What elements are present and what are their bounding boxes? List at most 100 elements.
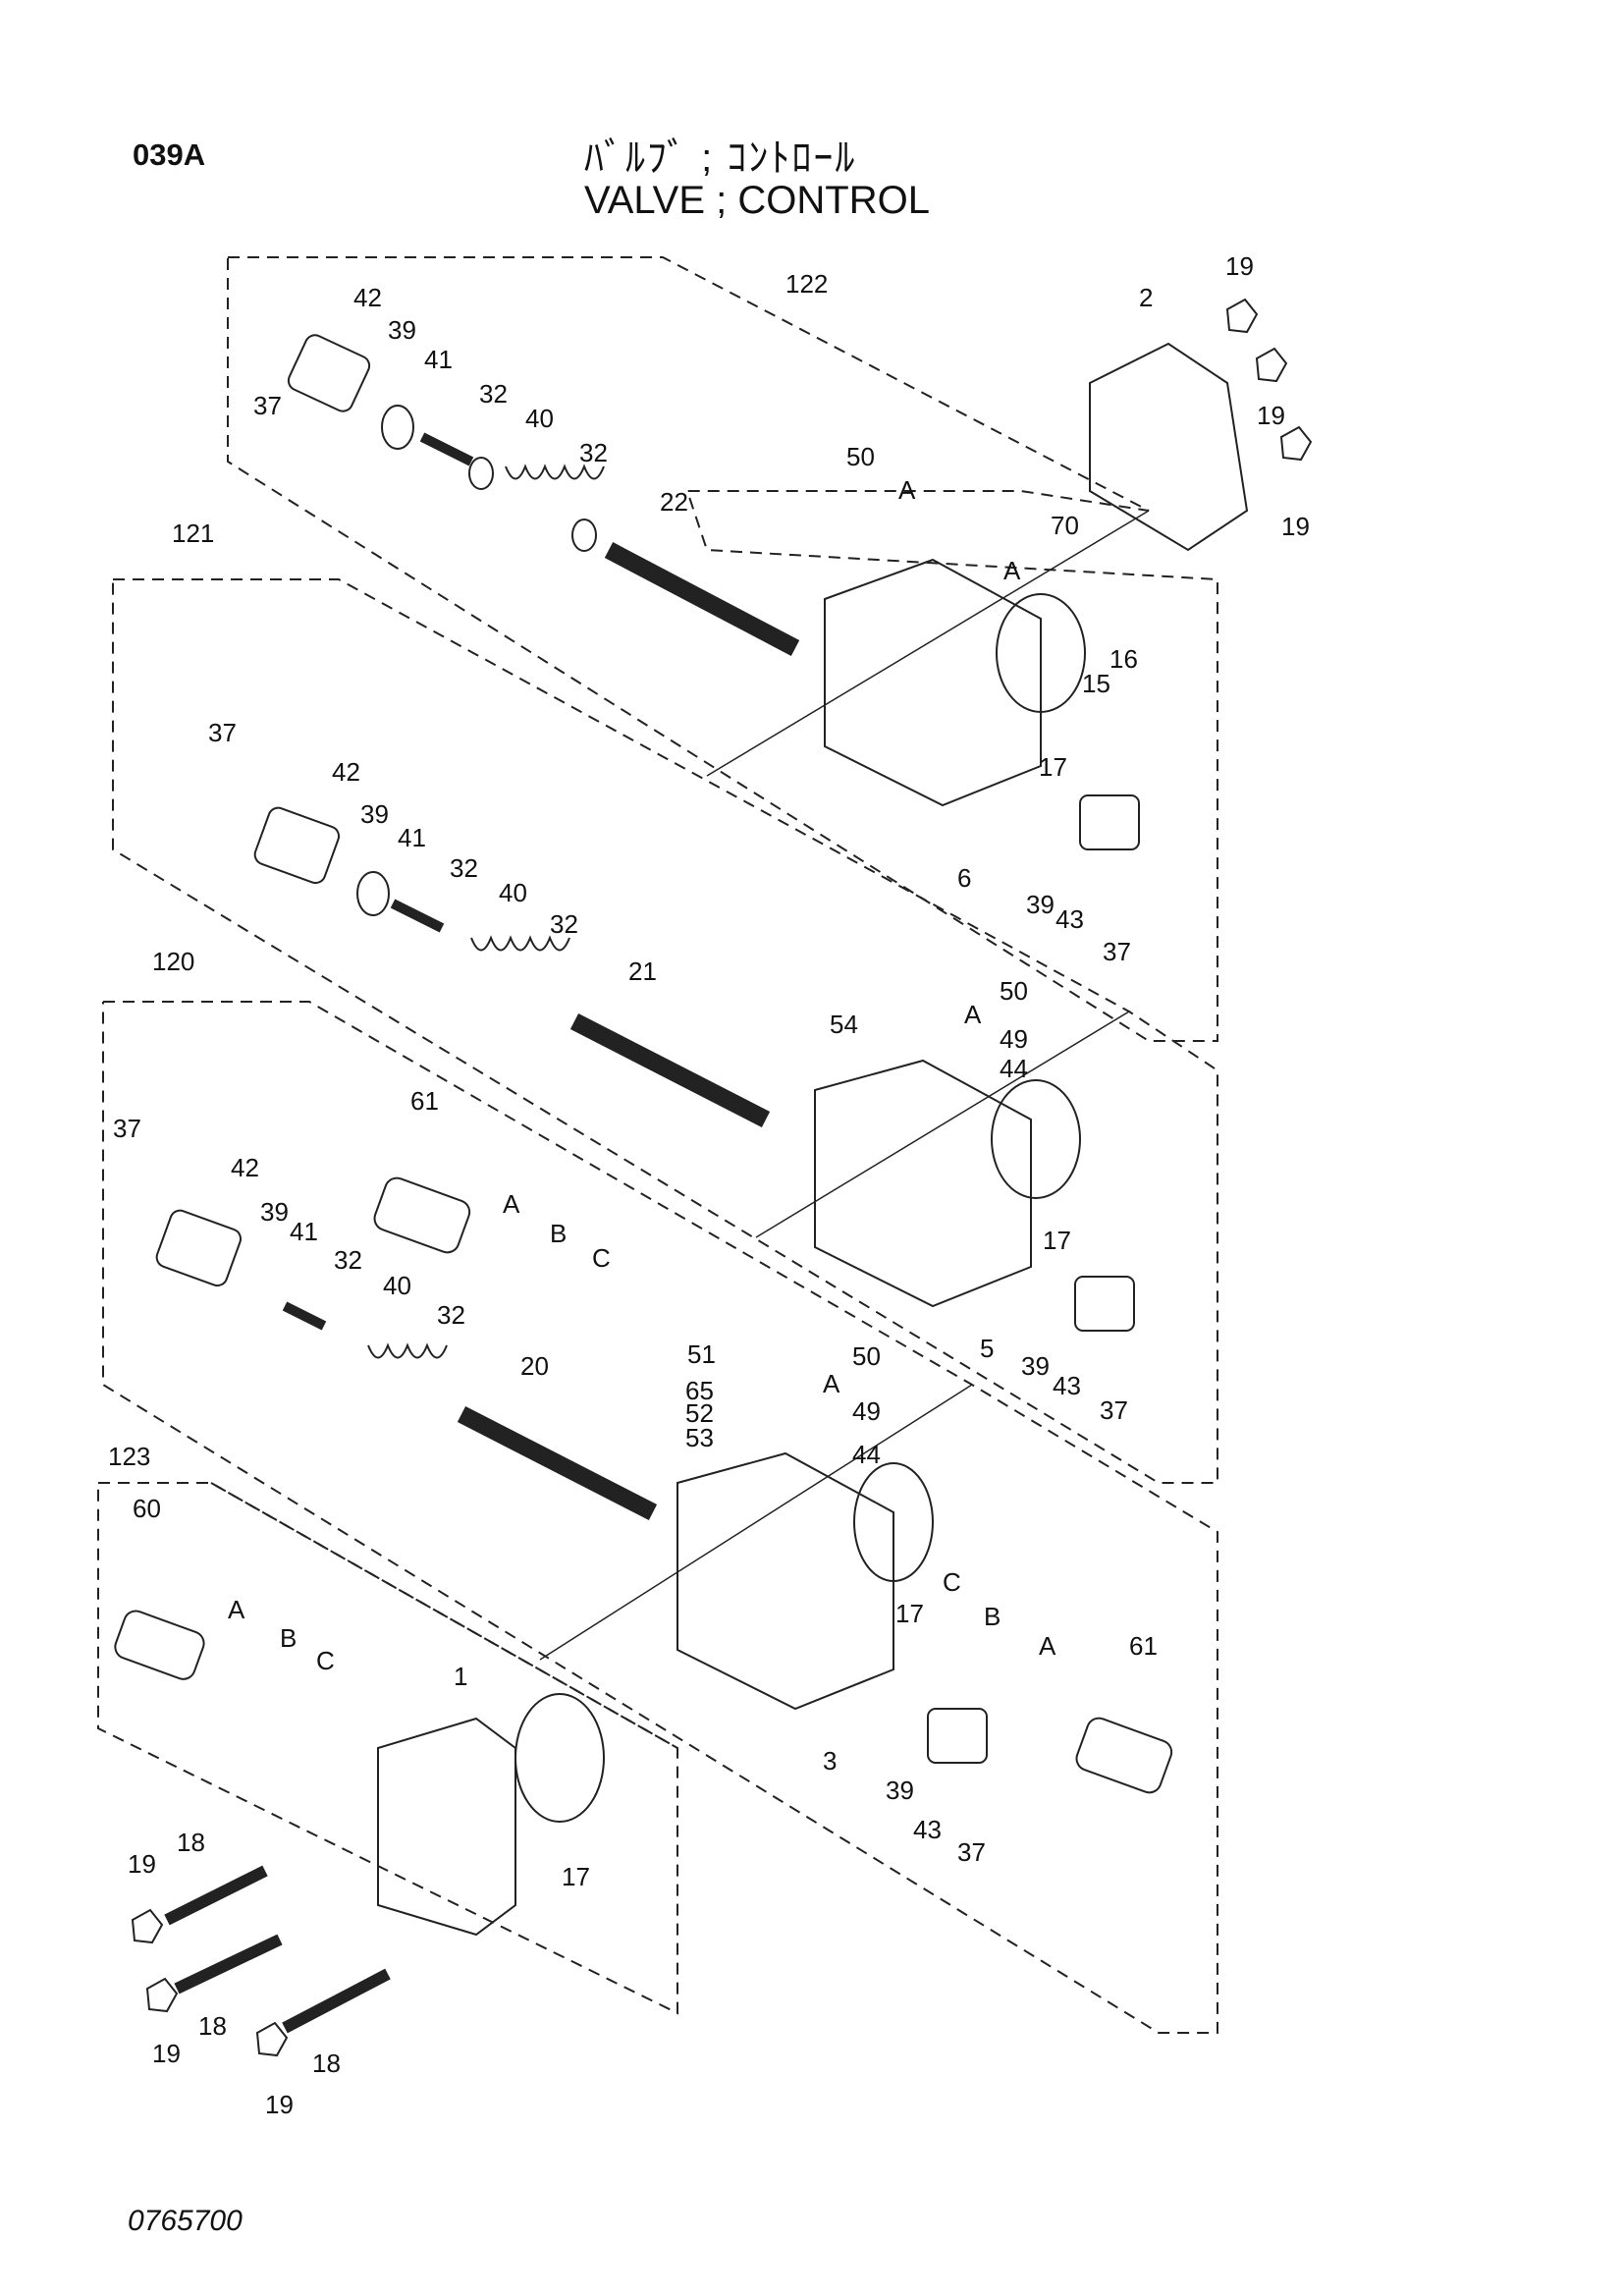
callout: A (503, 1189, 520, 1219)
part-32-seat-top-2 (571, 519, 597, 552)
callout: A (1003, 556, 1021, 585)
part-19-nut-2 (1255, 347, 1288, 383)
callout: 39 (260, 1197, 289, 1227)
part-21-spool (569, 1012, 771, 1128)
callout: 50 (1000, 976, 1028, 1006)
group-label-120: 120 (152, 947, 194, 976)
part-17-oring-mid (991, 1079, 1081, 1199)
callout: 19 (1225, 251, 1254, 281)
callout: C (943, 1567, 961, 1597)
callout: 42 (231, 1153, 259, 1182)
callout: 18 (198, 2011, 227, 2041)
callout: 53 (685, 1423, 714, 1452)
callout: 60 (133, 1494, 161, 1523)
outline-120 (102, 1001, 1218, 2034)
section-121-parts (253, 806, 1135, 1332)
callout: 43 (1053, 1371, 1081, 1400)
callout: 54 (830, 1010, 858, 1039)
drawing-number: 0765700 (128, 2205, 243, 2237)
tie-line-1 (706, 510, 1150, 777)
part-19-nut-4 (131, 1908, 164, 1944)
part-17-oring-end (514, 1693, 605, 1823)
callout: 32 (437, 1300, 465, 1330)
callout: 32 (579, 438, 608, 467)
part-18-bolt-1 (164, 1865, 268, 1926)
callout: 17 (562, 1862, 590, 1891)
callout: 40 (499, 878, 527, 907)
callout: 40 (525, 404, 554, 433)
outline-121 (112, 578, 1218, 1484)
callout: 3 (823, 1746, 837, 1776)
group-label-122: 122 (785, 269, 828, 299)
part-42-housing-low (155, 1209, 243, 1287)
callout: 40 (383, 1271, 411, 1300)
callout: C (316, 1646, 335, 1675)
callout: 17 (1039, 752, 1067, 782)
part-40-spring-low (367, 1342, 448, 1359)
callout: 19 (265, 2090, 294, 2119)
callout: 70 (1051, 511, 1079, 540)
part-18-bolt-3 (282, 1968, 391, 2034)
callout: 51 (687, 1339, 716, 1369)
callout: 41 (290, 1217, 318, 1246)
part-39-oring-mid (356, 871, 390, 916)
part-40-spring-mid (470, 935, 570, 952)
callout: 15 (1082, 669, 1110, 698)
part-3-body (676, 1451, 894, 1711)
callout: 17 (895, 1599, 924, 1628)
callout: 32 (479, 379, 508, 409)
callout: 22 (660, 487, 688, 517)
part-61-relief-valve-lower (1075, 1717, 1173, 1794)
callout: 32 (450, 853, 478, 883)
page-code: 039A (133, 137, 206, 172)
section-120-parts (155, 1176, 1173, 1794)
callout: 44 (1000, 1054, 1028, 1083)
callout: 18 (177, 1828, 205, 1857)
callout: 37 (113, 1114, 141, 1143)
callout: 19 (1281, 512, 1310, 541)
part-42-housing-top (287, 334, 371, 412)
callout: 5 (980, 1334, 994, 1363)
part-41-rod-low (282, 1301, 327, 1331)
callout: 16 (1109, 644, 1138, 674)
group-label-121: 121 (172, 519, 214, 548)
callout: 39 (388, 315, 416, 345)
callout: 21 (628, 957, 657, 986)
callout: 49 (1000, 1024, 1028, 1054)
part-19-nut-1 (1225, 298, 1259, 334)
callout: 43 (913, 1815, 942, 1844)
callout: 39 (1026, 890, 1055, 919)
callout: B (984, 1602, 1001, 1631)
part-32-seat-top-1 (468, 457, 494, 490)
part-6-body (824, 558, 1042, 807)
tie-line-2 (755, 1011, 1130, 1238)
callout: 32 (334, 1245, 362, 1275)
part-22-spool (604, 542, 800, 656)
title-japanese: ﾊﾞﾙﾌﾞ ; ｺﾝﾄﾛｰﾙ (584, 137, 857, 180)
outline-123 (97, 1482, 678, 2015)
part-20-spool (457, 1405, 658, 1521)
callout: 32 (550, 909, 578, 939)
callout: 39 (886, 1776, 914, 1805)
callout: B (550, 1219, 567, 1248)
part-19-nut-3 (1279, 425, 1313, 462)
group-label-123: 123 (108, 1442, 150, 1471)
section-122-parts (287, 298, 1313, 850)
callout: 50 (852, 1341, 881, 1371)
callout: 49 (852, 1396, 881, 1426)
section-123-parts (114, 1610, 605, 2057)
callout: 42 (332, 757, 360, 787)
part-39-oring-top (381, 405, 414, 450)
callout: 37 (1100, 1395, 1128, 1425)
callout: A (823, 1369, 840, 1398)
part-17-oring-low (853, 1462, 934, 1582)
part-43-cover-mid (1074, 1276, 1135, 1332)
callout: 44 (852, 1440, 881, 1469)
part-2-bracket (1089, 342, 1249, 552)
part-19-nut-6 (255, 2021, 289, 2057)
callout: 37 (1103, 937, 1131, 966)
callout: C (592, 1243, 611, 1273)
part-1-end-body (377, 1717, 516, 1937)
